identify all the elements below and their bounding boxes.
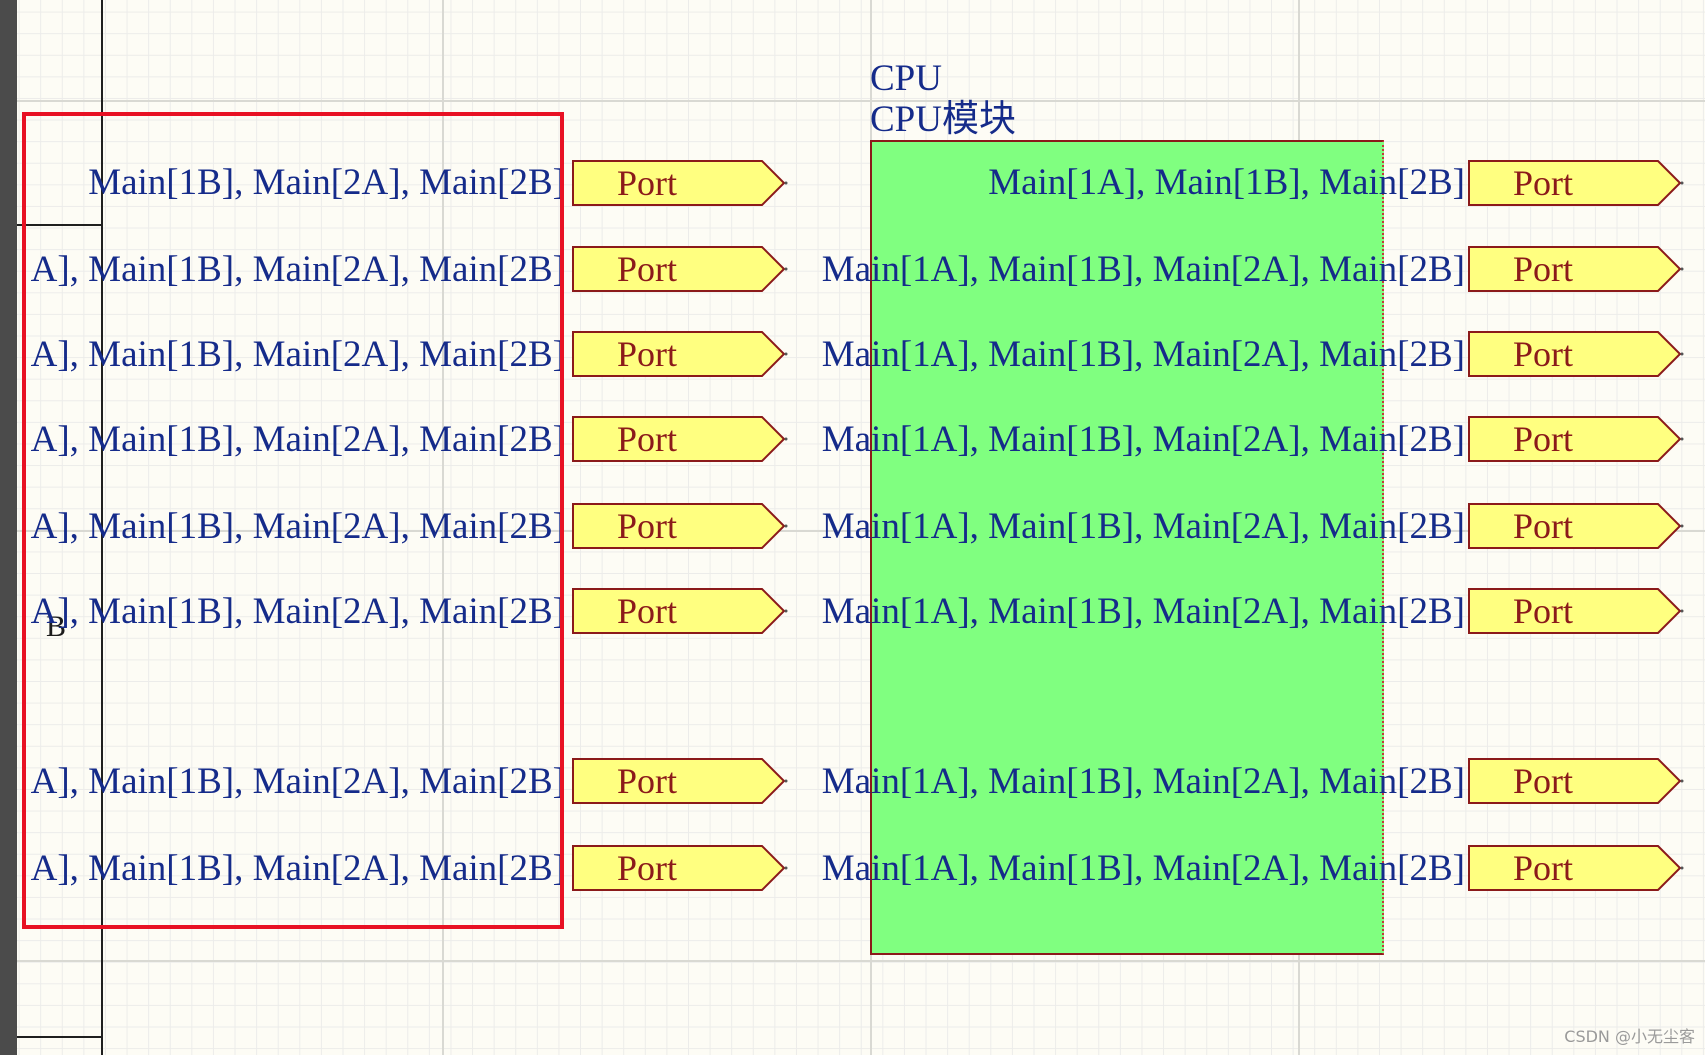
grid-major-line [0, 530, 1705, 532]
port[interactable]: Port [572, 160, 788, 206]
port-shape [572, 331, 788, 377]
sheet-border-horizontal [17, 1036, 103, 1038]
sheet-border-horizontal [17, 224, 103, 226]
net-label-left[interactable]: A], Main[1B], Main[2A], Main[2B] [30, 591, 565, 632]
port[interactable]: Port [572, 503, 788, 549]
port-shape [572, 246, 788, 292]
port-shape [1468, 160, 1684, 206]
port-label: Port [1512, 419, 1573, 459]
net-label-left[interactable]: A], Main[1B], Main[2A], Main[2B] [30, 761, 565, 802]
port-shape [572, 160, 788, 206]
port-label: Port [1512, 249, 1573, 289]
net-label-left[interactable]: Main[1B], Main[2A], Main[2B] [88, 162, 565, 203]
sheet-entry-label[interactable]: Main[1A], Main[1B], Main[2A], Main[2B] [821, 249, 1465, 290]
net-label-left[interactable]: A], Main[1B], Main[2A], Main[2B] [30, 249, 565, 290]
port[interactable]: Port [1468, 503, 1684, 549]
port-label: Port [616, 506, 677, 546]
net-label-left[interactable]: A], Main[1B], Main[2A], Main[2B] [30, 334, 565, 375]
net-label-left[interactable]: A], Main[1B], Main[2A], Main[2B] [30, 419, 565, 460]
sheet-symbol-filename: CPU模块 [870, 99, 1016, 140]
sheet-entry-label[interactable]: Main[1A], Main[1B], Main[2A], Main[2B] [821, 419, 1465, 460]
grid-major-line [0, 960, 1705, 962]
port[interactable]: Port [1468, 331, 1684, 377]
port-shape [1468, 331, 1684, 377]
port-label: Port [1512, 761, 1573, 801]
port-label: Port [616, 591, 677, 631]
grid-major-line [442, 0, 444, 1055]
port-shape [1468, 758, 1684, 804]
port[interactable]: Port [572, 246, 788, 292]
port-label: Port [1512, 591, 1573, 631]
port[interactable]: Port [1468, 758, 1684, 804]
sheet-symbol-designator: CPU [870, 58, 942, 99]
zone-label: B [46, 610, 67, 643]
port[interactable]: Port [572, 758, 788, 804]
port-shape [572, 845, 788, 891]
port-label: Port [1512, 506, 1573, 546]
sheet-entry-label[interactable]: Main[1A], Main[1B], Main[2A], Main[2B] [821, 506, 1465, 547]
port-shape [572, 503, 788, 549]
port-label: Port [616, 761, 677, 801]
port-shape [572, 588, 788, 634]
port-shape [572, 416, 788, 462]
port[interactable]: Port [572, 416, 788, 462]
sheet-edge-strip [0, 0, 17, 1055]
sheet-entry-label[interactable]: Main[1A], Main[1B], Main[2A], Main[2B] [821, 848, 1465, 889]
port-label: Port [1512, 334, 1573, 374]
port-label: Port [1512, 163, 1573, 203]
watermark: CSDN @小无尘客 [1564, 1027, 1695, 1046]
port[interactable]: Port [1468, 246, 1684, 292]
port[interactable]: Port [572, 845, 788, 891]
sheet-entry-label[interactable]: Main[1A], Main[1B], Main[2A], Main[2B] [821, 591, 1465, 632]
port-shape [1468, 845, 1684, 891]
port-shape [1468, 246, 1684, 292]
port-label: Port [616, 848, 677, 888]
port[interactable]: Port [1468, 416, 1684, 462]
port-label: Port [616, 334, 677, 374]
port-label: Port [616, 163, 677, 203]
port-shape [1468, 416, 1684, 462]
sheet-entry-label[interactable]: Main[1A], Main[1B], Main[2B] [988, 162, 1465, 203]
port-shape [572, 758, 788, 804]
port-shape [1468, 588, 1684, 634]
port[interactable]: Port [572, 331, 788, 377]
selection-rectangle [22, 112, 564, 929]
port-label: Port [1512, 848, 1573, 888]
port[interactable]: Port [1468, 160, 1684, 206]
port-label: Port [616, 249, 677, 289]
sheet-entry-label[interactable]: Main[1A], Main[1B], Main[2A], Main[2B] [821, 334, 1465, 375]
port-shape [1468, 503, 1684, 549]
port[interactable]: Port [572, 588, 788, 634]
net-label-left[interactable]: A], Main[1B], Main[2A], Main[2B] [30, 848, 565, 889]
grid-major-line [0, 100, 1705, 102]
sheet-entry-label[interactable]: Main[1A], Main[1B], Main[2A], Main[2B] [821, 761, 1465, 802]
port[interactable]: Port [1468, 845, 1684, 891]
net-label-left[interactable]: A], Main[1B], Main[2A], Main[2B] [30, 506, 565, 547]
port-label: Port [616, 419, 677, 459]
sheet-symbol-cpu[interactable] [870, 140, 1384, 955]
port[interactable]: Port [1468, 588, 1684, 634]
sheet-border-vertical [101, 0, 103, 1055]
